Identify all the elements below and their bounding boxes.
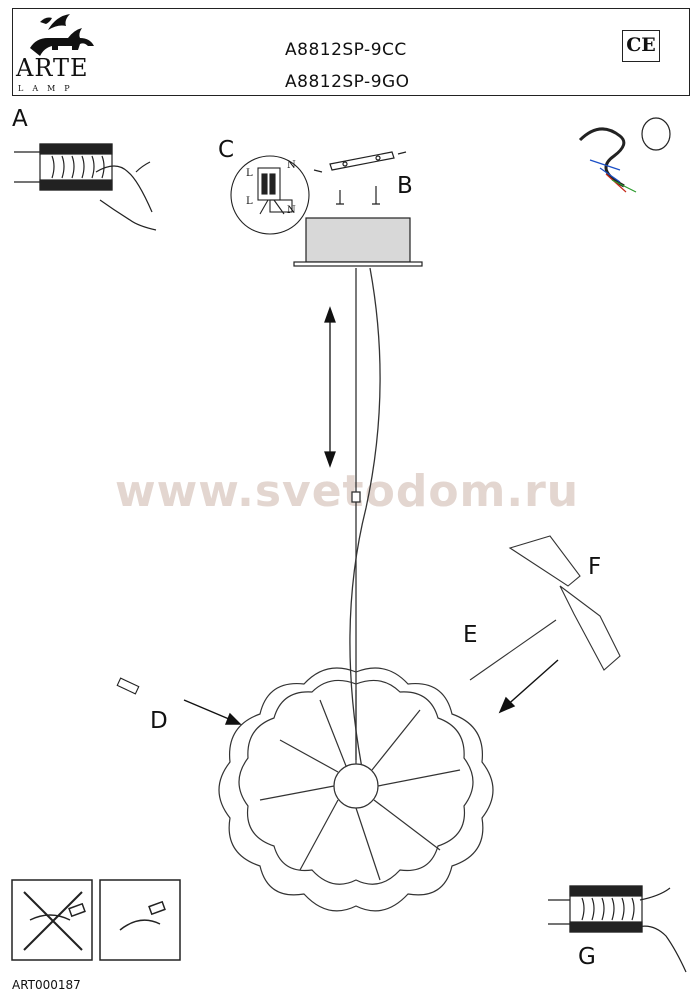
article-code: ART000187 <box>12 978 81 992</box>
arrow-d-icon <box>183 699 242 725</box>
label-c: C <box>218 137 235 163</box>
label-e: E <box>463 622 478 648</box>
wire-connector-illustration <box>578 117 671 193</box>
rod-e-illustration <box>469 619 557 681</box>
brand-name: ARTE <box>16 54 89 82</box>
shade-petal-f-illustration <box>508 535 621 671</box>
brand-subtitle: LAMP <box>18 84 79 93</box>
terminal-letter-n-bottom: N <box>287 205 296 216</box>
terminal-letter-l-top: L <box>246 168 253 179</box>
terminal-letter-n-top: N <box>287 160 296 171</box>
mounting-bracket-b-illustration <box>313 151 407 205</box>
terminal-block-g-illustration <box>548 885 687 973</box>
bulb-handling-panels <box>11 879 181 961</box>
header-frame <box>12 8 690 96</box>
model-number-1: A8812SP-9CC <box>285 40 407 60</box>
arrow-e-icon <box>498 659 559 714</box>
suspension-cables <box>349 267 381 769</box>
bulb-d-illustration <box>116 677 140 695</box>
watermark-text: www.svetodom.ru <box>115 466 580 517</box>
label-g: G <box>578 944 596 970</box>
height-adjust-arrow-icon <box>324 306 336 468</box>
terminal-block-a-illustration <box>14 143 157 231</box>
terminal-letter-l-bottom: L <box>246 196 253 207</box>
ceiling-canopy-illustration <box>293 217 423 267</box>
label-f: F <box>588 554 602 580</box>
model-number-2: A8812SP-9GO <box>285 72 410 92</box>
label-d: D <box>150 708 168 734</box>
winged-lion-logo-icon <box>30 14 94 56</box>
terminal-detail-c-illustration <box>230 155 310 235</box>
flower-pendant-illustration <box>218 667 494 912</box>
label-b: B <box>397 173 413 199</box>
ce-mark-icon: CE <box>622 30 660 62</box>
label-a: A <box>12 106 28 132</box>
